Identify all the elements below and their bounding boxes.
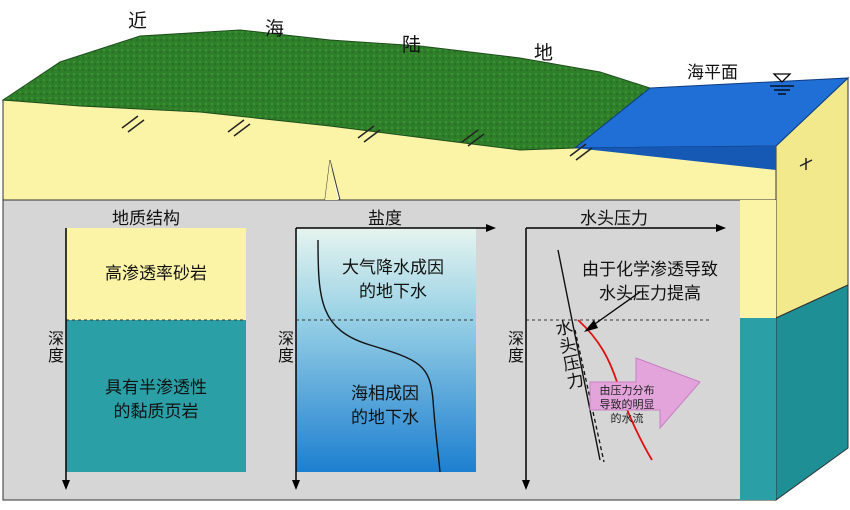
head-dashed-line [574, 329, 605, 463]
title-char-1: 近 [128, 10, 148, 32]
salinity-curve [317, 239, 441, 473]
shale-label-2: 的黏质页岩 [113, 402, 199, 422]
salinity-depth-label: 深度 [275, 330, 294, 364]
sandstone-label: 高渗透率砂岩 [105, 264, 207, 284]
geology-depth-label: 深度 [45, 330, 64, 364]
marine-line-1: 海相成因 [351, 384, 419, 404]
salinity-panel [292, 224, 496, 490]
side-face-shale [775, 284, 849, 501]
marine-line-2: 的地下水 [351, 408, 419, 428]
title-char-4: 地 [534, 42, 554, 64]
head-line [557, 249, 601, 461]
flow-arrow [589, 357, 701, 430]
salinity-title: 盐度 [368, 209, 402, 229]
head-depth-label: 深度 [505, 330, 524, 364]
title-char-3: 陆 [402, 34, 422, 56]
front-right-sand [740, 200, 776, 318]
shale-label-1: 具有半渗透性 [105, 378, 207, 398]
meteoric-line-2: 的地下水 [359, 282, 427, 302]
geology-title: 地质结构 [112, 209, 180, 229]
front-right-shale [740, 318, 776, 500]
flow-line-3: 的水流 [610, 412, 644, 425]
flow-line-1: 由压力分布 [599, 384, 655, 397]
annotation-line-2: 水头压力提高 [599, 284, 701, 304]
geology-panel [62, 228, 246, 490]
annotation-line-1: 由于化学渗透导致 [582, 260, 718, 280]
sea-level-symbol [770, 73, 794, 95]
head-title: 水头压力 [580, 209, 648, 229]
title-char-2: 海 [265, 18, 285, 40]
dip-symbols [121, 115, 813, 170]
meteoric-line-1: 大气降水成因 [342, 258, 444, 278]
flow-line-2: 导致的明显 [599, 398, 655, 411]
sea-front [575, 146, 776, 170]
head-panel [522, 224, 726, 490]
sea-level-label: 海平面 [687, 63, 738, 83]
cross-section-notch [325, 160, 338, 200]
